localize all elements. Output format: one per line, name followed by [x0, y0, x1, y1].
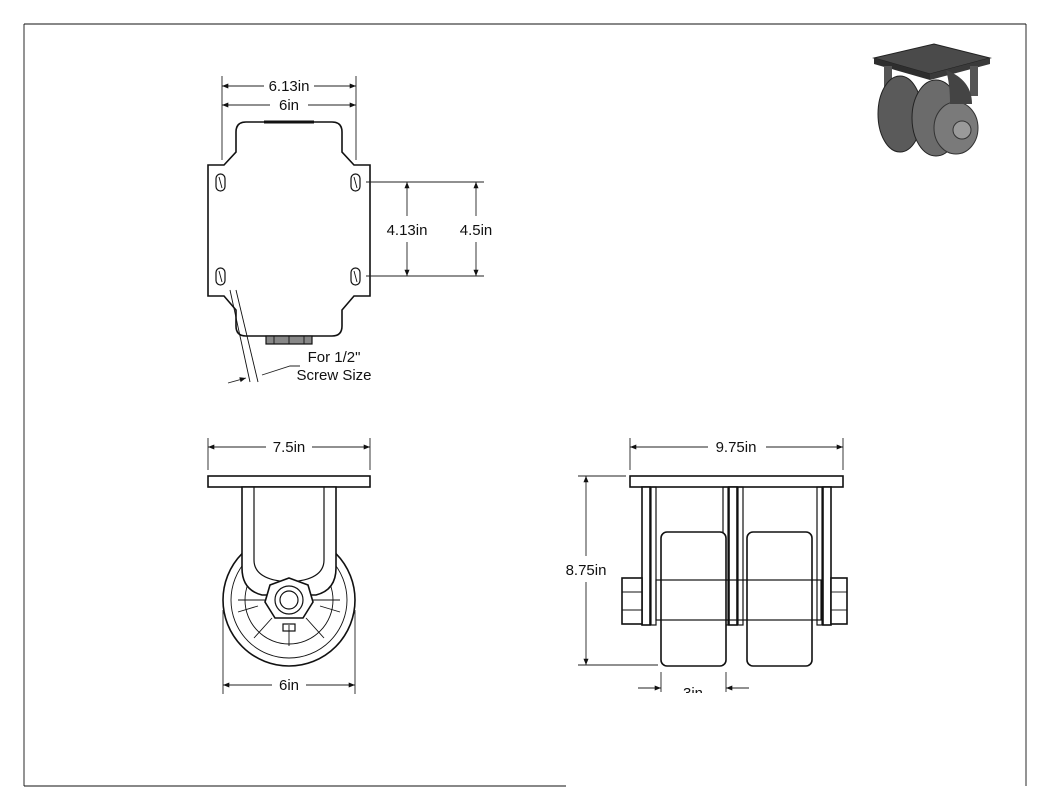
dim-side-plate-width: 7.5in: [273, 439, 306, 456]
dim-plate-height: 4.5in: [460, 222, 493, 239]
note-screw-line1: For 1/2": [308, 349, 361, 366]
dim-bolt-height: 4.13in: [387, 222, 428, 239]
dim-overall-height: 8.75in: [566, 562, 607, 579]
front-view: 9.75in 8.75in 3in: [566, 438, 860, 713]
caster-render: [872, 43, 992, 157]
sheet-border: [23, 23, 1027, 787]
note-screw-line2: Screw Size: [296, 367, 371, 384]
dim-bolt-width: 6in: [279, 97, 299, 114]
top-view: 6.13in 6in 4.13in 4.5in For 1/2" Screw S…: [207, 76, 493, 384]
dim-overall-width: 6.13in: [269, 78, 310, 95]
dim-overall-width-front: 9.75in: [716, 439, 757, 456]
dim-wheel-diameter: 6in: [279, 677, 299, 694]
side-view: 7.5in 6in: [207, 438, 371, 694]
